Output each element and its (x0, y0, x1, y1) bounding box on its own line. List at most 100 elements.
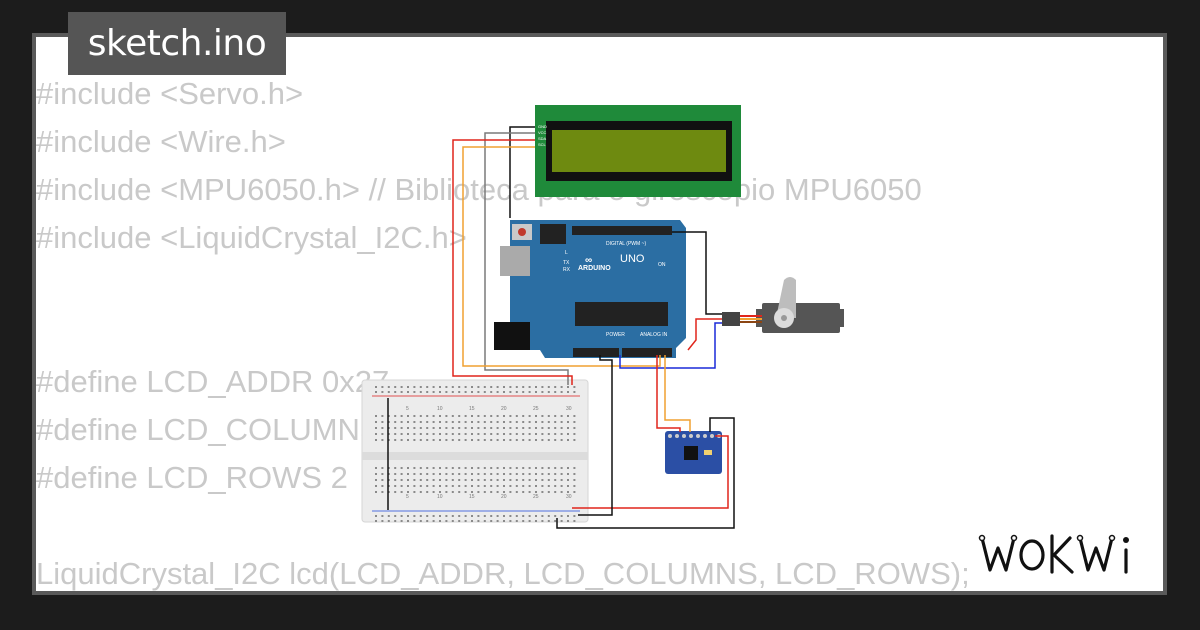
breadboard-hole (375, 427, 377, 429)
breadboard-hole (515, 515, 518, 517)
breadboard-hole (554, 520, 557, 522)
breadboard-hole (541, 473, 544, 475)
breadboard-hole (483, 491, 486, 493)
breadboard-hole (471, 415, 473, 417)
breadboard-hole (573, 391, 576, 393)
atmega-chip (575, 302, 668, 326)
breadboard-hole (458, 467, 461, 469)
breadboard-hole (541, 520, 544, 522)
breadboard-hole (394, 439, 397, 441)
breadboard-hole (387, 415, 390, 417)
breadboard-hole (407, 386, 409, 388)
breadboard-hole (426, 479, 429, 481)
breadboard-hole (400, 391, 403, 393)
breadboard-hole (490, 391, 493, 393)
breadboard-hole (426, 467, 429, 469)
breadboard-hole (541, 515, 544, 517)
breadboard-hole (490, 386, 493, 388)
breadboard-hole (464, 515, 467, 517)
breadboard-hole (528, 515, 531, 517)
wire-lcd-sda (452, 139, 573, 385)
breadboard-hole (471, 427, 473, 429)
breadboard-hole (387, 391, 390, 393)
breadboard-hole (451, 415, 454, 417)
breadboard-hole (528, 421, 531, 423)
breadboard-hole (464, 386, 467, 388)
breadboard-hole (432, 473, 435, 475)
breadboard-hole (477, 433, 480, 435)
breadboard-hole (496, 515, 499, 517)
breadboard-hole (387, 421, 390, 423)
breadboard-hole (477, 515, 480, 517)
breadboard-hole (426, 485, 429, 487)
breadboard-hole (381, 467, 384, 469)
breadboard-hole (490, 415, 493, 417)
breadboard-hole (496, 439, 499, 441)
breadboard-hole (567, 427, 569, 429)
arduino-brand: ARDUINO (578, 265, 611, 272)
breadboard-hole (547, 415, 550, 417)
breadboard-hole (560, 391, 563, 393)
breadboard-hole (496, 491, 499, 493)
breadboard-hole (509, 433, 512, 435)
breadboard-hole (522, 433, 525, 435)
breadboard-hole (419, 473, 422, 475)
led-label-on: ON (658, 262, 666, 268)
breadboard-hole (535, 520, 537, 522)
breadboard-hole (535, 485, 537, 487)
breadboard-hole (477, 427, 480, 429)
breadboard-hole (541, 421, 544, 423)
breadboard-hole (458, 485, 461, 487)
breadboard-hole (509, 427, 512, 429)
breadboard-hole (483, 520, 486, 522)
breadboard-hole (471, 439, 473, 441)
breadboard-hole (413, 467, 416, 469)
breadboard-hole (503, 386, 505, 388)
breadboard-hole (451, 439, 454, 441)
breadboard-hole (387, 491, 390, 493)
breadboard-hole (413, 427, 416, 429)
breadboard-hole (567, 391, 569, 393)
breadboard-hole (496, 473, 499, 475)
led-label-tx: TX (563, 260, 570, 266)
lcd-pin-label: SDA (538, 136, 547, 141)
breadboard-hole (573, 386, 576, 388)
breadboard-hole (503, 427, 505, 429)
breadboard-hole (522, 520, 525, 522)
breadboard-hole (496, 391, 499, 393)
bb-col-label: 25 (533, 406, 539, 412)
breadboard-hole (547, 427, 550, 429)
breadboard-hole (541, 479, 544, 481)
breadboard-hole (477, 520, 480, 522)
breadboard-hole (394, 520, 397, 522)
breadboard-hole (515, 391, 518, 393)
lcd-pin-label: GND (538, 124, 547, 129)
breadboard-hole (394, 433, 397, 435)
breadboard-hole (375, 467, 377, 469)
breadboard-hole (413, 439, 416, 441)
breadboard-hole (445, 421, 448, 423)
breadboard-hole (400, 433, 403, 435)
breadboard-hole (400, 427, 403, 429)
breadboard-hole (458, 520, 461, 522)
breadboard-hole (464, 485, 467, 487)
breadboard-hole (567, 485, 569, 487)
breadboard-hole (471, 386, 473, 388)
breadboard-hole (413, 491, 416, 493)
breadboard-hole (547, 491, 550, 493)
breadboard-hole (458, 427, 461, 429)
breadboard-hole (413, 386, 416, 388)
breadboard-hole (541, 467, 544, 469)
breadboard-hole (458, 433, 461, 435)
breadboard-hole (445, 391, 448, 393)
breadboard-hole (554, 439, 557, 441)
code-line: LiquidCrystal_I2C lcd(LCD_ADDR, LCD_COLU… (36, 556, 970, 591)
breadboard-hole (535, 421, 537, 423)
breadboard-hole (451, 473, 454, 475)
breadboard-hole (535, 439, 537, 441)
breadboard-hole (387, 427, 390, 429)
file-title-badge: sketch.ino (68, 12, 286, 75)
breadboard-hole (547, 515, 550, 517)
breadboard-hole (477, 485, 480, 487)
